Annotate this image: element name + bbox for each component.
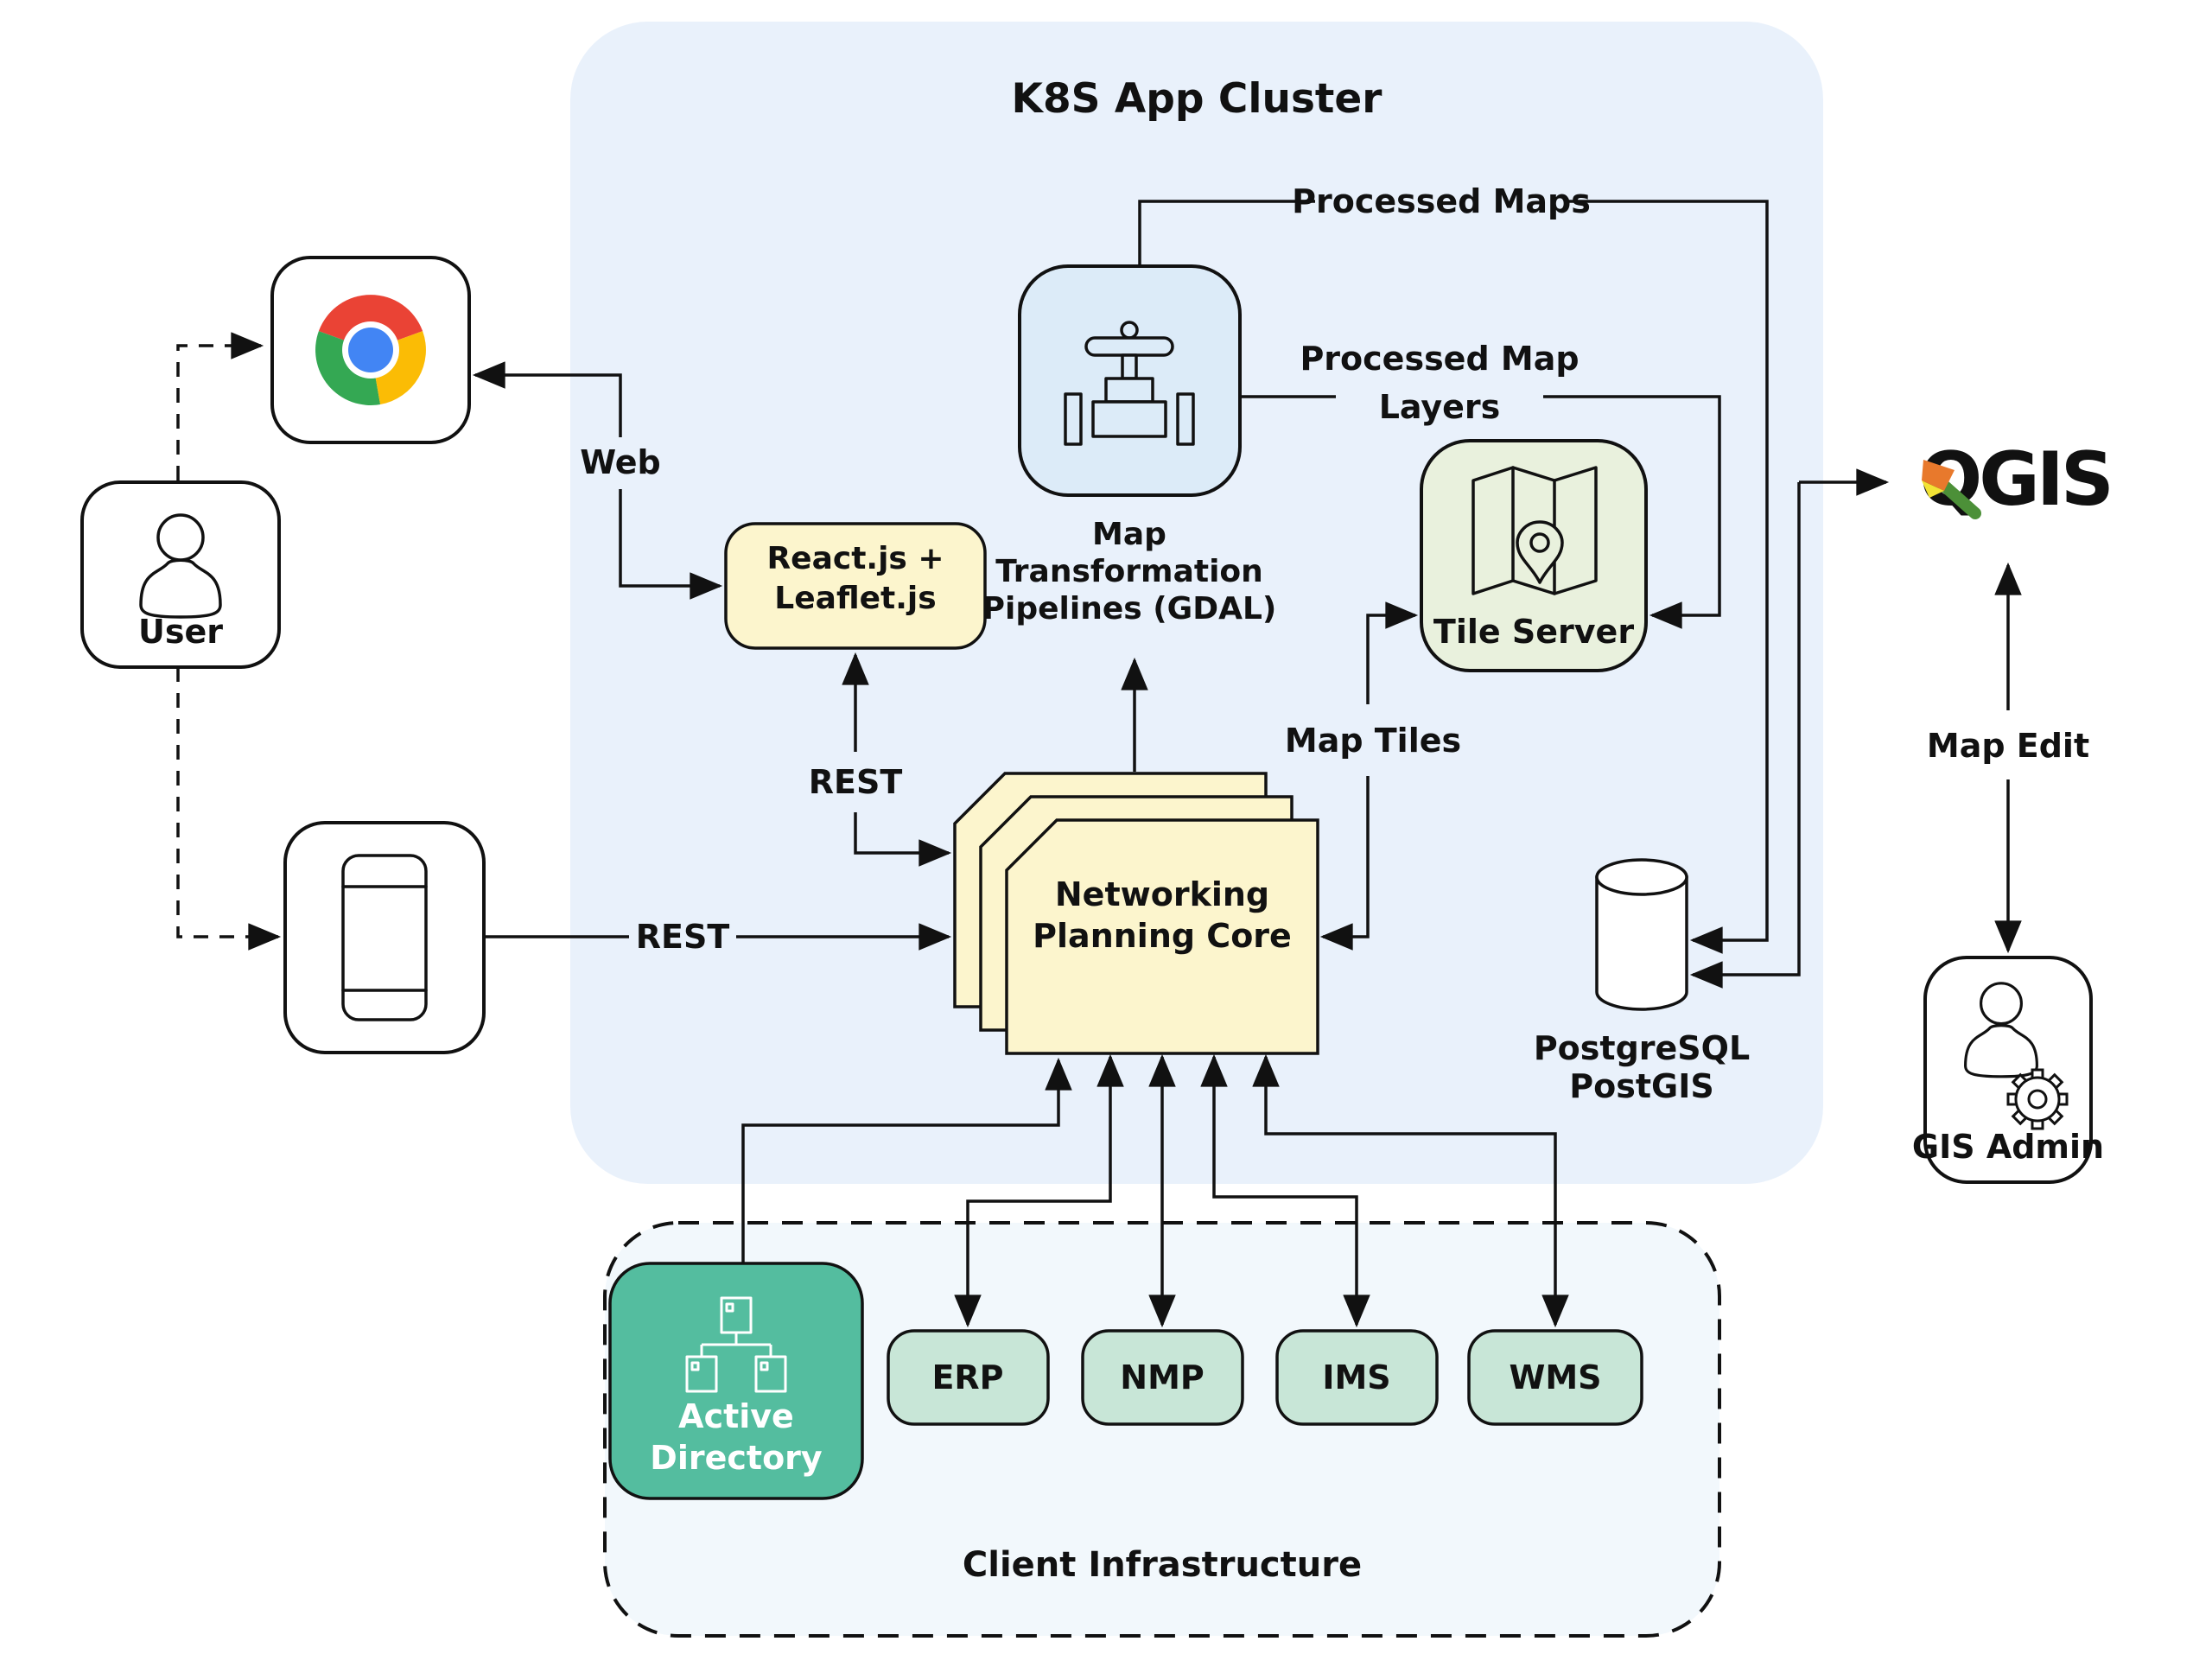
nmp-node: NMP (1081, 1329, 1244, 1426)
npc-label-line1: Networking (1055, 875, 1269, 913)
ad-label-line2: Directory (650, 1439, 823, 1477)
chrome-icon (315, 295, 426, 405)
wms-label: WMS (1509, 1358, 1601, 1396)
database-cylinder-icon (1595, 858, 1688, 1011)
network-tree-icon (685, 1296, 787, 1393)
react-node: React.js + Leaflet.js (724, 522, 987, 650)
gis-admin-box: GIS Admin (1912, 956, 2104, 1184)
client-infrastructure-label: Client Infrastructure (963, 1545, 1362, 1585)
erp-label: ERP (931, 1358, 1003, 1396)
mobile-box (283, 821, 486, 1054)
user-label: User (138, 613, 223, 651)
pipelines-label-line1: Map (1092, 517, 1166, 552)
qgis-pencil-tail (1938, 480, 1981, 519)
react-label-line1: React.js + (766, 541, 944, 576)
gear-icon (2006, 1068, 2069, 1130)
edge-user-mobile (176, 667, 282, 951)
pipelines-label-line3: Pipelines (GDAL) (982, 591, 1277, 627)
gis-admin-label: GIS Admin (1912, 1128, 2104, 1166)
edge-map-tiles-up (1366, 601, 1419, 704)
react-label-line2: Leaflet.js (774, 581, 936, 616)
active-directory-node: Active Directory (608, 1262, 864, 1500)
map-edit-label: Map Edit (1927, 727, 2089, 765)
npc-sheet-front (1005, 818, 1319, 1055)
edge-rest-npc-browser-side (854, 812, 952, 867)
edge-processed-map-layers-right (1543, 395, 1721, 629)
pipelines-label-line2: Transformation (995, 554, 1263, 589)
edge-user-browser (176, 332, 264, 480)
ims-node: IMS (1275, 1329, 1439, 1426)
qgis-logo-text: QGIS (1919, 436, 2111, 523)
ims-label: IMS (1322, 1358, 1390, 1396)
edge-map-tiles-down (1319, 776, 1370, 951)
edge-processed-maps-right (1567, 200, 1769, 954)
cluster-title: K8S App Cluster (1012, 75, 1383, 123)
rest-mobile-label: REST (636, 918, 730, 956)
admin-user-icon (1964, 982, 2038, 1078)
postgres-node: PostgreSQL PostGIS (1534, 858, 1750, 1105)
location-pin-icon (1516, 520, 1564, 584)
user-box: User (80, 480, 281, 669)
edge-qgis-postgres (1689, 482, 1801, 989)
edge-npc-erp (954, 1053, 1124, 1328)
map-tiles-label: Map Tiles (1285, 722, 1461, 760)
edges (176, 200, 2022, 1328)
edge-web-react (619, 489, 723, 600)
qgis-compass-yellow (1922, 480, 1944, 498)
edge-web-browser (472, 361, 622, 437)
processed-map-layers-label-line1: Processed Map (1300, 340, 1579, 378)
postgres-label-line1: PostgreSQL (1534, 1029, 1750, 1067)
nmp-label: NMP (1120, 1358, 1204, 1396)
npc-node: Networking Planning Core (953, 772, 1319, 1055)
valve-icon (1064, 321, 1195, 446)
qgis-compass-orange (1922, 460, 1955, 491)
edge-processed-maps-left (1138, 200, 1315, 266)
qgis-logo: QGIS (1919, 436, 2114, 523)
browser-box (270, 256, 471, 444)
web-label: Web (580, 443, 661, 481)
wms-node: WMS (1467, 1329, 1643, 1426)
edge-npc-wms (1252, 1053, 1569, 1328)
smartphone-icon (341, 854, 428, 1021)
k8s-cluster-container (570, 22, 1823, 1184)
erp-node: ERP (887, 1329, 1050, 1426)
npc-label-line2: Planning Core (1033, 917, 1292, 955)
processed-map-layers-label-line2: Layers (1379, 388, 1501, 426)
postgres-label-line2: PostGIS (1569, 1067, 1713, 1105)
rest-browser-label: REST (809, 763, 903, 801)
processed-maps-label: Processed Maps (1292, 182, 1591, 220)
pipelines-node: Map Transformation Pipelines (GDAL) (982, 264, 1277, 627)
tile-server-label: Tile Server (1433, 613, 1634, 651)
ad-label-line1: Active (678, 1397, 794, 1435)
user-icon (139, 513, 222, 619)
tile-server-node: Tile Server (1420, 439, 1648, 672)
